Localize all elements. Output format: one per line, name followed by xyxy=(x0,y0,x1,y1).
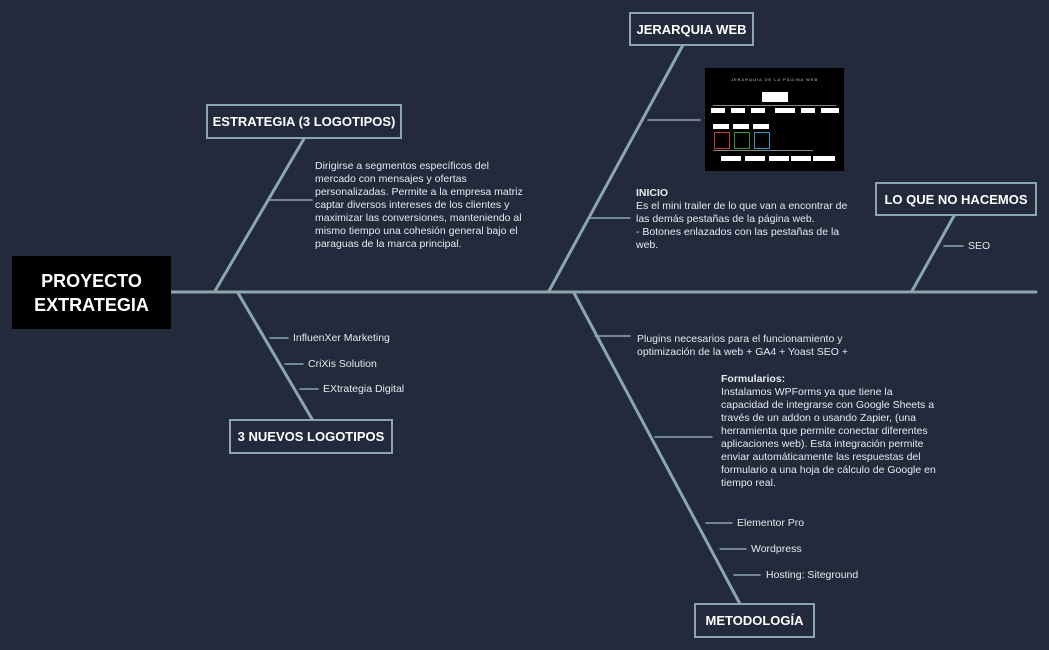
metodologia-item-hosting: Hosting: Siteground xyxy=(766,569,859,581)
nuevos-logotipos-topic-box[interactable]: 3 NUEVOS LOGOTIPOS xyxy=(229,419,393,454)
estrategia-topic-box[interactable]: ESTRATEGIA (3 LOGOTIPOS) xyxy=(206,104,402,139)
metodologia-item-elementor: Elementor Pro xyxy=(737,517,805,529)
metodologia-label: METODOLOGÍA xyxy=(705,613,804,628)
estrategia-text: Dirigirse a segmentos específicos del me… xyxy=(315,160,523,250)
formularios-text: Instalamos WPForms ya que tiene la capac… xyxy=(721,386,936,489)
main-topic-line2: EXTRATEGIA xyxy=(34,294,149,315)
formularios-block: Formularios: Instalamos WPForms ya que t… xyxy=(721,373,936,490)
logo-item-extrategia: EXtrategia Digital xyxy=(323,383,405,395)
plugins-text: Plugins necesarios para el funcionamient… xyxy=(637,333,849,358)
inicio-text: Es el mini trailer de lo que van a encon… xyxy=(636,200,848,225)
inicio-block: INICIO Es el mini trailer de lo que van … xyxy=(636,187,848,252)
bone-no-hacemos xyxy=(910,212,957,293)
inicio-title: INICIO xyxy=(636,187,669,199)
logo-item-crixis: CriXis Solution xyxy=(308,358,377,370)
no-hacemos-topic-box[interactable]: LO QUE NO HACEMOS xyxy=(875,182,1037,216)
no-hacemos-label: LO QUE NO HACEMOS xyxy=(884,191,1028,207)
jerarquia-topic-box[interactable]: JERARQUIA WEB xyxy=(629,12,754,46)
bone-jerarquia xyxy=(547,43,685,293)
bone-nuevos-logotipos xyxy=(236,291,314,421)
main-topic-box[interactable]: PROYECTO EXTRATEGIA xyxy=(12,256,171,329)
bone-estrategia xyxy=(213,135,307,293)
metodologia-topic-box[interactable]: METODOLOGÍA xyxy=(694,603,815,638)
no-hacemos-item-seo: SEO xyxy=(968,240,991,252)
jerarquia-label: JERARQUIA WEB xyxy=(636,21,747,37)
logo-item-influenxer: InfluenXer Marketing xyxy=(293,332,390,344)
bone-metodologia xyxy=(572,291,742,606)
inicio-text-2: - Botones enlazados con las pestañas de … xyxy=(636,226,840,251)
formularios-title: Formularios: xyxy=(721,373,786,385)
nuevos-logotipos-label: 3 NUEVOS LOGOTIPOS xyxy=(237,429,385,444)
thumbnail-title: JERARQUIA DE LA PÁGINA WEB xyxy=(730,77,819,82)
jerarquia-thumbnail-image: JERARQUIA DE LA PÁGINA WEB xyxy=(705,68,844,171)
metodologia-item-wordpress: Wordpress xyxy=(751,543,802,555)
estrategia-label: ESTRATEGIA (3 LOGOTIPOS) xyxy=(212,114,396,129)
main-topic-line1: PROYECTO xyxy=(41,270,142,291)
